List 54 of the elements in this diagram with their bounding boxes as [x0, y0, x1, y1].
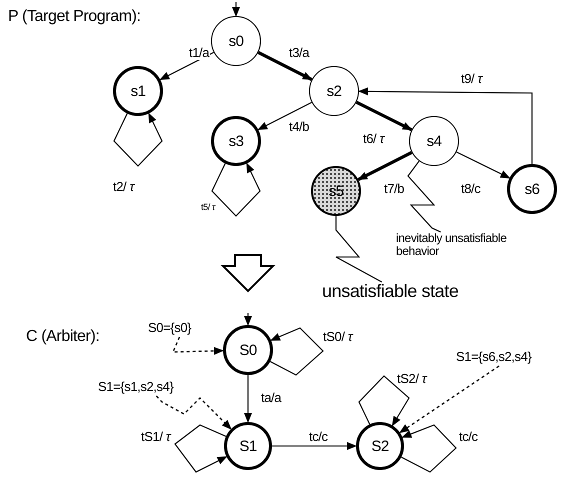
- shaded-state-circle: s5: [311, 166, 361, 216]
- annotation-text: inevitably unsatisfiable behavior: [396, 232, 546, 258]
- leader-line: [335, 216, 382, 282]
- edge-label: t9/ τ: [460, 72, 483, 86]
- leader-line: [407, 160, 441, 232]
- state-circle: S2: [356, 422, 404, 470]
- arrow: [358, 87, 533, 164]
- annotation-text: S1={s1,s2,s4}: [98, 380, 200, 394]
- edge-label: t5/ τ: [200, 203, 216, 213]
- self-loop-arrow: [401, 424, 457, 473]
- annotation-text: unsatisfiable state: [322, 282, 482, 301]
- dashed-arrow: [172, 336, 224, 355]
- self-loop-arrow: [270, 327, 324, 376]
- arrow: [456, 152, 510, 178]
- state-circle: s0: [211, 16, 261, 66]
- annotation-text: S0={s0}: [148, 321, 218, 335]
- edge-label: t7/b: [383, 182, 406, 196]
- arrow: [232, 2, 240, 17]
- arrow: [272, 442, 357, 450]
- edge-label: tc/c: [308, 430, 329, 444]
- diagram-heading: P (Target Program):: [8, 8, 141, 26]
- edge-label: t2/ τ: [112, 180, 135, 194]
- state-circle: s6: [507, 164, 557, 214]
- edge-label: t4/b: [288, 120, 310, 134]
- arrow: [159, 52, 214, 80]
- state-circle: S0: [223, 325, 273, 375]
- edge-label: tS1/ τ: [140, 430, 172, 444]
- annotation-text: S1={s6,s2,s4}: [456, 350, 566, 364]
- edge-label: ta/a: [260, 391, 282, 406]
- self-loop-arrow: [358, 375, 410, 426]
- self-loop-arrow: [174, 424, 228, 473]
- edge-label: tS2/ τ: [396, 372, 428, 386]
- state-circle: S1: [224, 422, 272, 470]
- state-circle: s4: [409, 116, 459, 166]
- self-loop-arrow: [211, 162, 261, 217]
- arrow: [258, 50, 313, 82]
- arrow: [244, 375, 252, 423]
- edge-label: t1/a: [188, 46, 210, 60]
- edge-label: tS0/ τ: [322, 330, 354, 344]
- dashed-arrow: [156, 396, 232, 430]
- state-circle: s1: [113, 66, 163, 116]
- diagram-heading: C (Arbiter):: [26, 328, 100, 346]
- dashed-arrow: [399, 365, 500, 434]
- arrow: [257, 102, 312, 130]
- edge-label: t6/ τ: [362, 132, 385, 146]
- state-circle: s3: [211, 116, 261, 166]
- edge-label: t3/a: [288, 46, 310, 60]
- arrow: [244, 313, 252, 326]
- edge-label: t8/c: [460, 182, 482, 196]
- arrow: [357, 150, 412, 182]
- arrow: [356, 100, 412, 132]
- state-circle: s2: [309, 66, 359, 116]
- edge-label: tc/c: [458, 430, 479, 444]
- self-loop-arrow: [113, 112, 163, 167]
